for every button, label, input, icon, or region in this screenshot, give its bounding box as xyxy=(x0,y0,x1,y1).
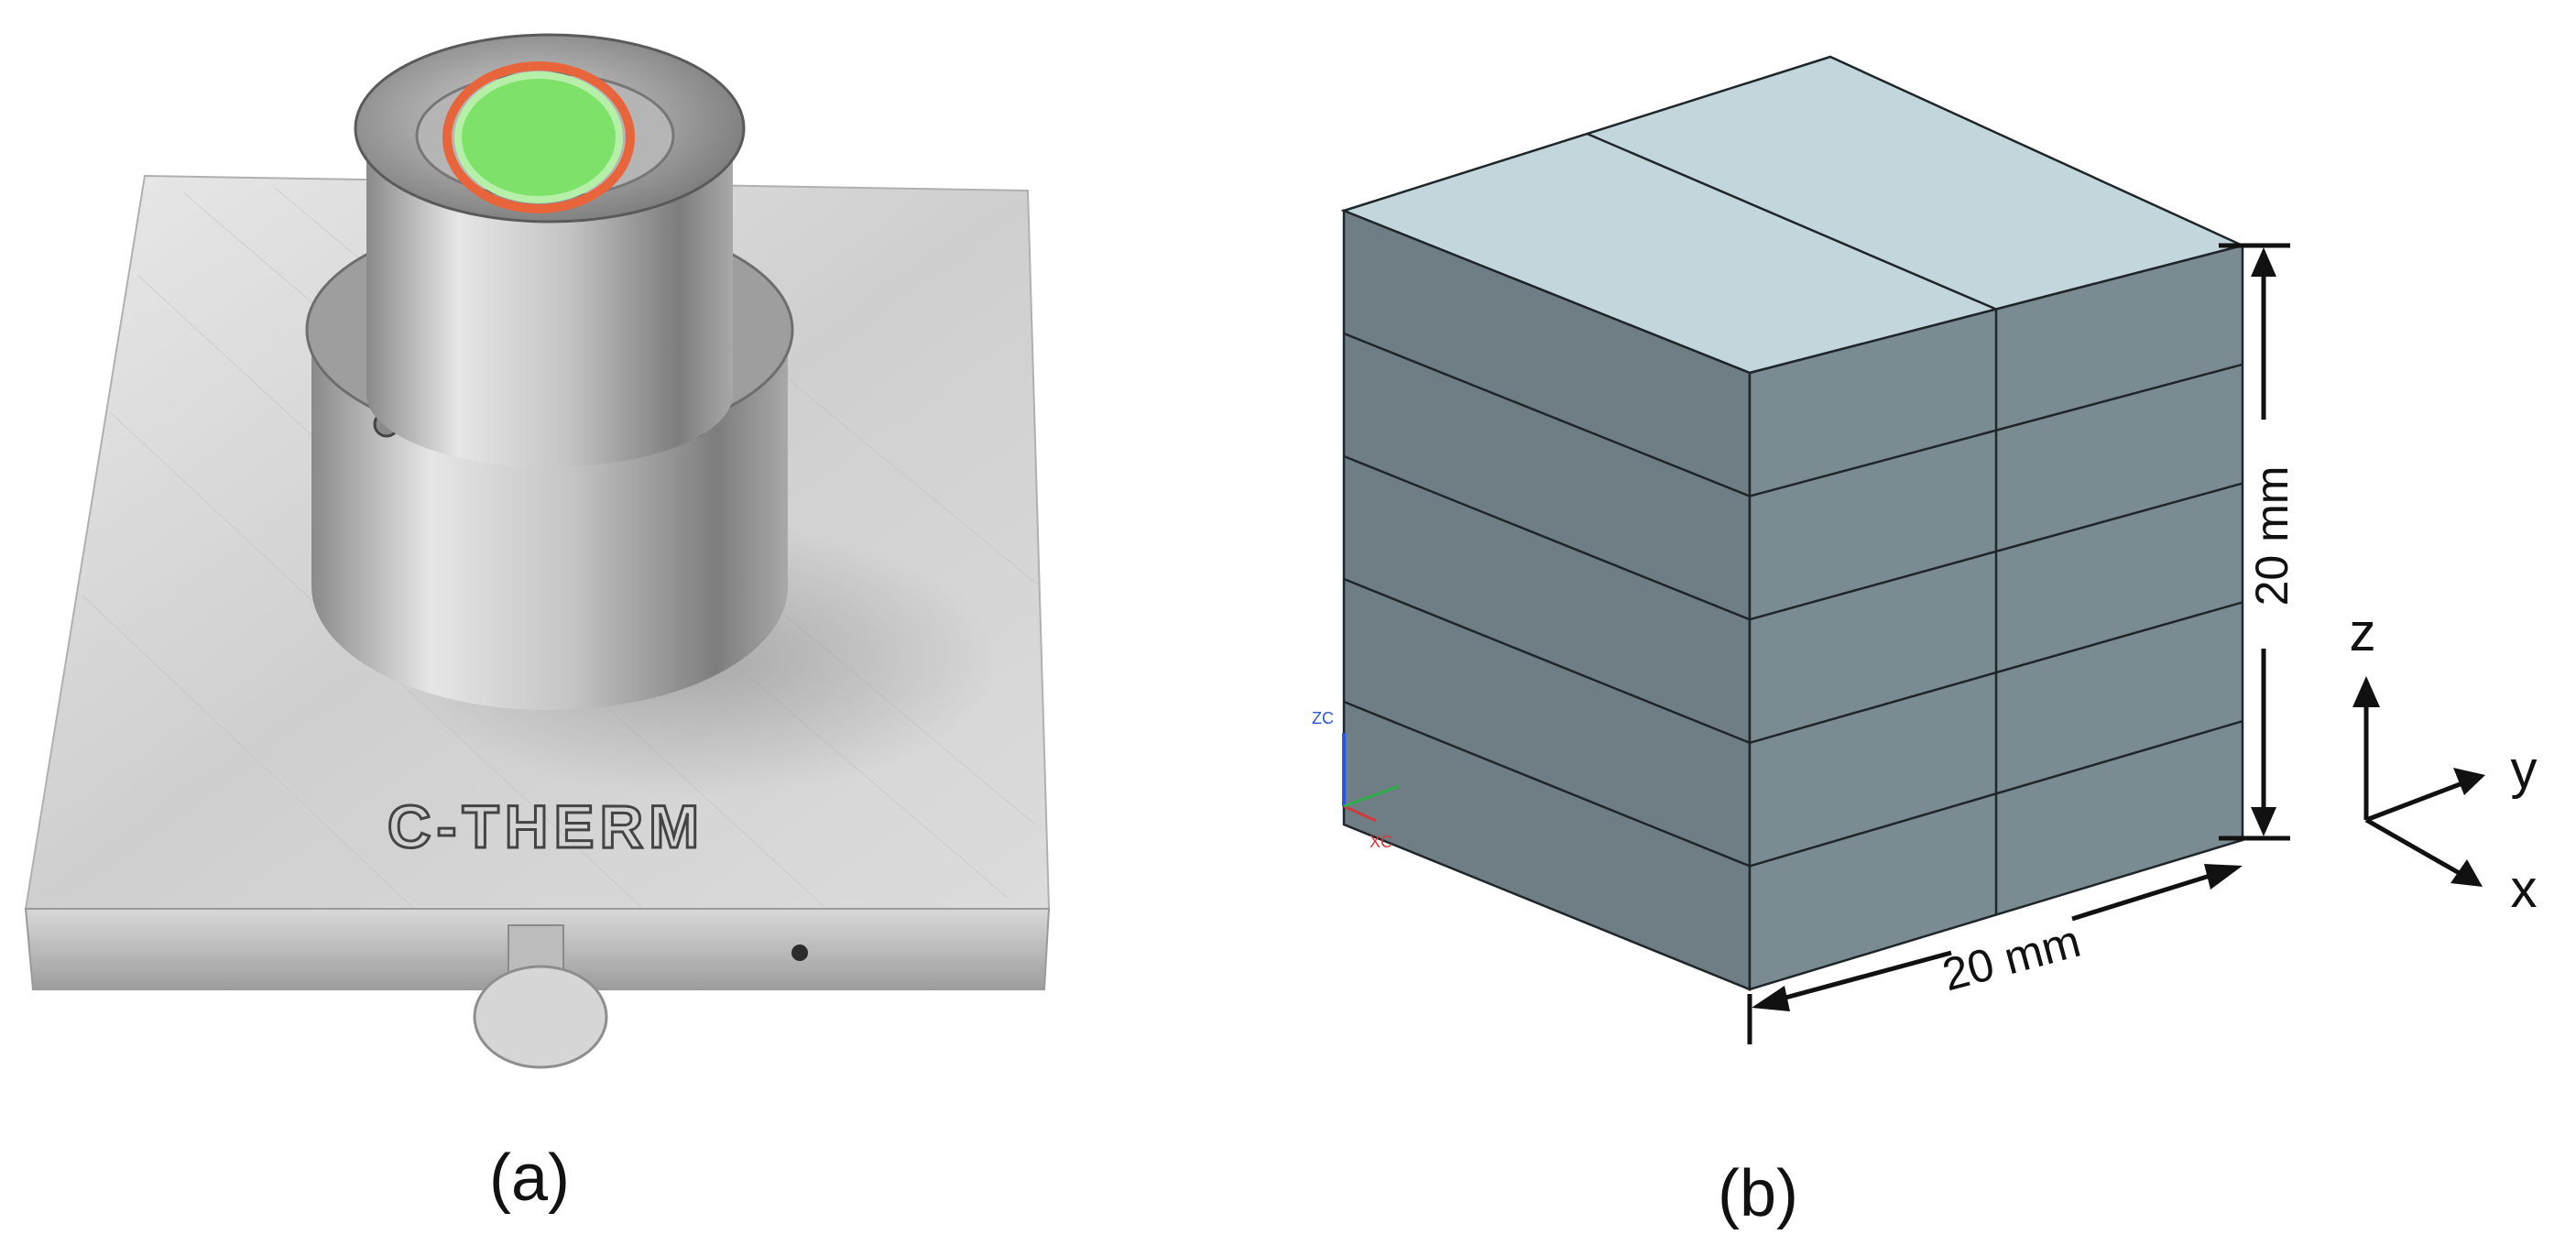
dimension-bottom-label: 20 mm xyxy=(1937,915,2086,1001)
cube-layer-edge xyxy=(1343,700,1751,868)
axis-z-label: z xyxy=(2350,603,2376,662)
triad-x-axis xyxy=(1343,804,1377,823)
sensor-orange-ring xyxy=(442,61,635,213)
sensor-knob xyxy=(473,965,608,1069)
axis-z-arrowhead xyxy=(2352,676,2380,707)
panel-a-sensor-illustration: C-THERM xyxy=(24,33,1051,1069)
cube-column-edge xyxy=(1587,132,1997,311)
triad-y-axis xyxy=(1343,784,1401,808)
panel-b-cube-model: ZC XC 20 mm 20 mm xyxy=(1312,55,2538,1044)
brand-text: C-THERM xyxy=(387,792,704,860)
triad-zc-label: ZC xyxy=(1312,709,1334,727)
axis-x-arrowhead xyxy=(2450,859,2483,887)
dimension-vertical-label: 20 mm xyxy=(2246,466,2298,606)
axis-x-label: x xyxy=(2511,859,2538,919)
cube-layer-edge xyxy=(1749,482,2243,621)
cube-layer-edge xyxy=(1343,577,1751,744)
sensor-upper-cylinder xyxy=(366,128,733,467)
triad-xc-label: XC xyxy=(1370,833,1392,851)
axis-y-line xyxy=(2365,781,2463,823)
cube-layer-edge xyxy=(1749,601,2243,745)
cube-layer-edge xyxy=(1343,454,1751,621)
cube-layer-edge xyxy=(1749,720,2243,868)
layered-cube xyxy=(1340,55,2246,991)
sensor-green-face xyxy=(454,71,623,203)
axis-y-arrowhead xyxy=(2453,768,2485,795)
cube-layer-edge xyxy=(1749,363,2243,497)
dimension-vertical xyxy=(2219,243,2290,841)
sensor-port-hole xyxy=(791,945,808,961)
cube-layer-edge xyxy=(1343,332,1751,497)
axis-x-line xyxy=(2364,817,2464,878)
dimension-bottom xyxy=(1747,864,2243,1044)
axis-y-label: y xyxy=(2511,740,2538,800)
panel-b-label: (b) xyxy=(1718,1157,1798,1230)
cad-coordinate-triad: ZC XC xyxy=(1312,709,1401,851)
panel-a-label: (a) xyxy=(489,1141,570,1215)
axis-indicator xyxy=(2352,676,2485,887)
